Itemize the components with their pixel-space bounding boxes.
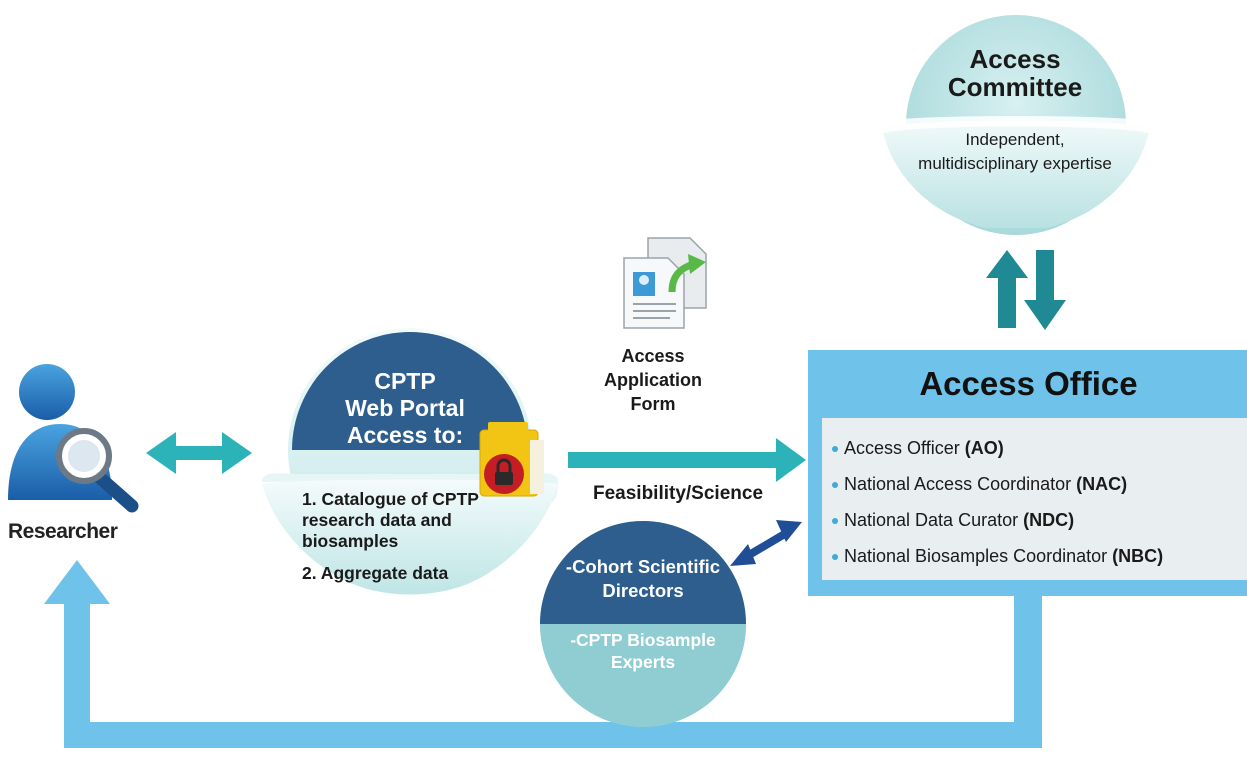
member-abbr: (NDC) bbox=[1023, 510, 1075, 530]
researcher-icon bbox=[8, 364, 139, 513]
portal-office-arrow bbox=[568, 438, 806, 482]
bullet-icon bbox=[832, 446, 838, 453]
web-portal-bubble bbox=[262, 328, 558, 595]
bullet-icon bbox=[832, 482, 838, 489]
feasibility-label: Feasibility/Science bbox=[592, 483, 764, 504]
member-name: National Biosamples Coordinator bbox=[844, 546, 1108, 566]
office-member: Access Officer (AO) bbox=[832, 430, 1237, 466]
portal-title: CPTP Web Portal Access to: bbox=[320, 368, 490, 449]
bullet-icon bbox=[832, 554, 838, 561]
cohort-experts-circle bbox=[540, 521, 746, 727]
return-loop-arrow bbox=[44, 560, 1042, 748]
portal-title-line: CPTP bbox=[374, 368, 436, 394]
office-member: National Biosamples Coordinator (NBC) bbox=[832, 538, 1237, 574]
member-abbr: (NBC) bbox=[1112, 546, 1164, 566]
office-title: Access Office bbox=[919, 365, 1138, 402]
portal-title-line: Access to: bbox=[346, 422, 464, 448]
committee-office-arrows bbox=[986, 250, 1066, 330]
committee-description: Independent, multidisciplinary expertise bbox=[918, 130, 1112, 173]
secure-folder-icon bbox=[479, 422, 544, 497]
office-member-list: Access Officer (AO) National Access Coor… bbox=[832, 430, 1237, 574]
office-member: National Data Curator (NDC) bbox=[832, 502, 1237, 538]
researcher-portal-arrow bbox=[146, 432, 252, 474]
access-committee-bubble bbox=[882, 15, 1150, 235]
biosample-experts-label: -CPTP Biosample Experts bbox=[570, 630, 716, 672]
cohort-office-arrow bbox=[730, 520, 802, 566]
committee-title: Access Committee bbox=[947, 44, 1083, 102]
portal-title-line: Web Portal bbox=[345, 395, 465, 421]
researcher-label: Researcher bbox=[8, 520, 118, 543]
application-form-label: Access Application Form bbox=[604, 346, 702, 414]
member-name: Access Officer bbox=[844, 438, 960, 458]
portal-item-catalogue: 1. Catalogue of CPTP research data and b… bbox=[302, 489, 479, 551]
portal-item-aggregate: 2. Aggregate data bbox=[302, 563, 449, 583]
office-member: National Access Coordinator (NAC) bbox=[832, 466, 1237, 502]
member-abbr: (AO) bbox=[964, 438, 1004, 458]
member-name: National Access Coordinator bbox=[844, 474, 1072, 494]
bullet-icon bbox=[832, 518, 838, 525]
member-name: National Data Curator bbox=[844, 510, 1019, 530]
member-abbr: (NAC) bbox=[1076, 474, 1128, 494]
cohort-directors-label: -Cohort Scientific Directors bbox=[565, 556, 721, 601]
access-office-box bbox=[808, 350, 1247, 596]
application-form-icon bbox=[623, 237, 707, 329]
